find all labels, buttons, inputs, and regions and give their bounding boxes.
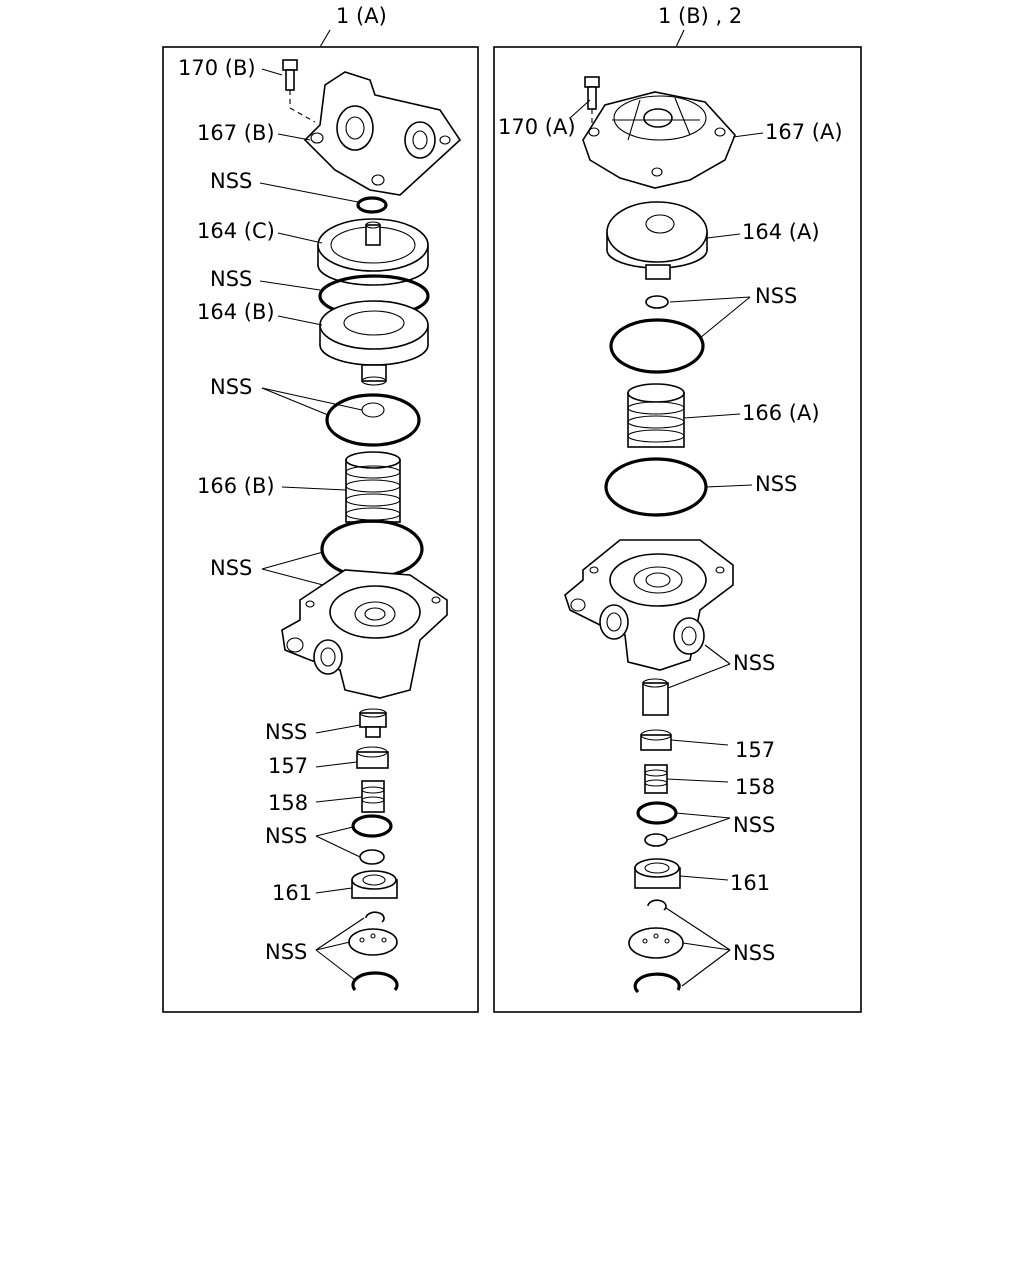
label-b-0: 170 (A) <box>498 115 576 139</box>
label-a-0: 170 (B) <box>178 56 256 80</box>
label-a-6: NSS <box>210 375 252 399</box>
snap-ring-large-b <box>633 972 681 994</box>
label-a-3: 164 (C) <box>197 219 275 243</box>
panel-b-title-leader <box>675 29 685 48</box>
part-157-a <box>356 746 389 769</box>
valve-insert-b <box>642 678 669 716</box>
disc-b <box>628 927 684 959</box>
cover-167b <box>303 71 462 196</box>
small-o-ring <box>356 196 388 214</box>
label-b-3: NSS <box>755 284 797 308</box>
label-b-7: 157 <box>735 738 775 762</box>
valve-insert-a <box>359 708 387 738</box>
o-ring-a5 <box>359 849 385 865</box>
bolt-170b <box>282 59 316 123</box>
panel-b-frame <box>493 46 862 1013</box>
label-a-10: 157 <box>268 754 308 778</box>
o-ring-b3 <box>636 801 678 825</box>
label-b-9: NSS <box>733 813 775 837</box>
o-ring-b4 <box>644 833 668 847</box>
o-ring-large-b1 <box>609 318 705 374</box>
label-b-8: 158 <box>735 775 775 799</box>
panel-a-title: 1 (A) <box>336 4 387 28</box>
label-a-12: NSS <box>265 824 307 848</box>
label-b-4: 166 (A) <box>742 401 820 425</box>
label-b-10: 161 <box>730 871 770 895</box>
label-a-14: NSS <box>265 940 307 964</box>
piston-164b <box>319 300 429 386</box>
o-ring-a4 <box>351 814 393 838</box>
o-ring-large-b2 <box>604 457 708 517</box>
spring-158-a <box>361 780 385 813</box>
label-b-6: NSS <box>733 651 775 675</box>
bolt-170a <box>584 76 600 132</box>
label-a-13: 161 <box>272 881 312 905</box>
panel-b: 1 (B) , 2 <box>493 4 862 1013</box>
part-161-b <box>634 858 681 889</box>
snap-ring-small-a <box>365 911 385 923</box>
o-ring-large-a3 <box>320 519 424 579</box>
label-a-9: NSS <box>265 720 307 744</box>
spring-166b <box>345 451 401 523</box>
label-a-5: 164 (B) <box>197 300 275 324</box>
snap-ring-large-a <box>351 971 399 992</box>
label-b-11: NSS <box>733 941 775 965</box>
piston-164c <box>317 218 429 286</box>
label-a-2: NSS <box>210 169 252 193</box>
label-a-1: 167 (B) <box>197 121 275 145</box>
o-ring-large-a2 <box>325 393 421 447</box>
disc-a <box>348 928 398 956</box>
valve-body-a <box>281 569 448 699</box>
part-157-b <box>640 729 672 751</box>
valve-body-b <box>564 539 734 671</box>
part-161-a <box>351 870 398 899</box>
spring-158-b <box>644 764 668 794</box>
label-a-11: 158 <box>268 791 308 815</box>
label-a-7: 166 (B) <box>197 474 275 498</box>
label-a-8: NSS <box>210 556 252 580</box>
piston-164a <box>606 201 708 280</box>
label-b-5: NSS <box>755 472 797 496</box>
panel-b-title: 1 (B) , 2 <box>658 4 742 28</box>
label-b-1: 167 (A) <box>765 120 843 144</box>
label-b-2: 164 (A) <box>742 220 820 244</box>
panel-a-title-leader <box>319 29 331 48</box>
o-ring-small-b1 <box>645 295 669 309</box>
spring-166a <box>627 383 685 448</box>
snap-ring-small-b <box>647 899 667 911</box>
label-a-4: NSS <box>210 267 252 291</box>
cover-167a <box>582 91 736 189</box>
panel-a: 1 (A) <box>162 4 479 1013</box>
o-ring-small-a2 <box>361 402 385 418</box>
